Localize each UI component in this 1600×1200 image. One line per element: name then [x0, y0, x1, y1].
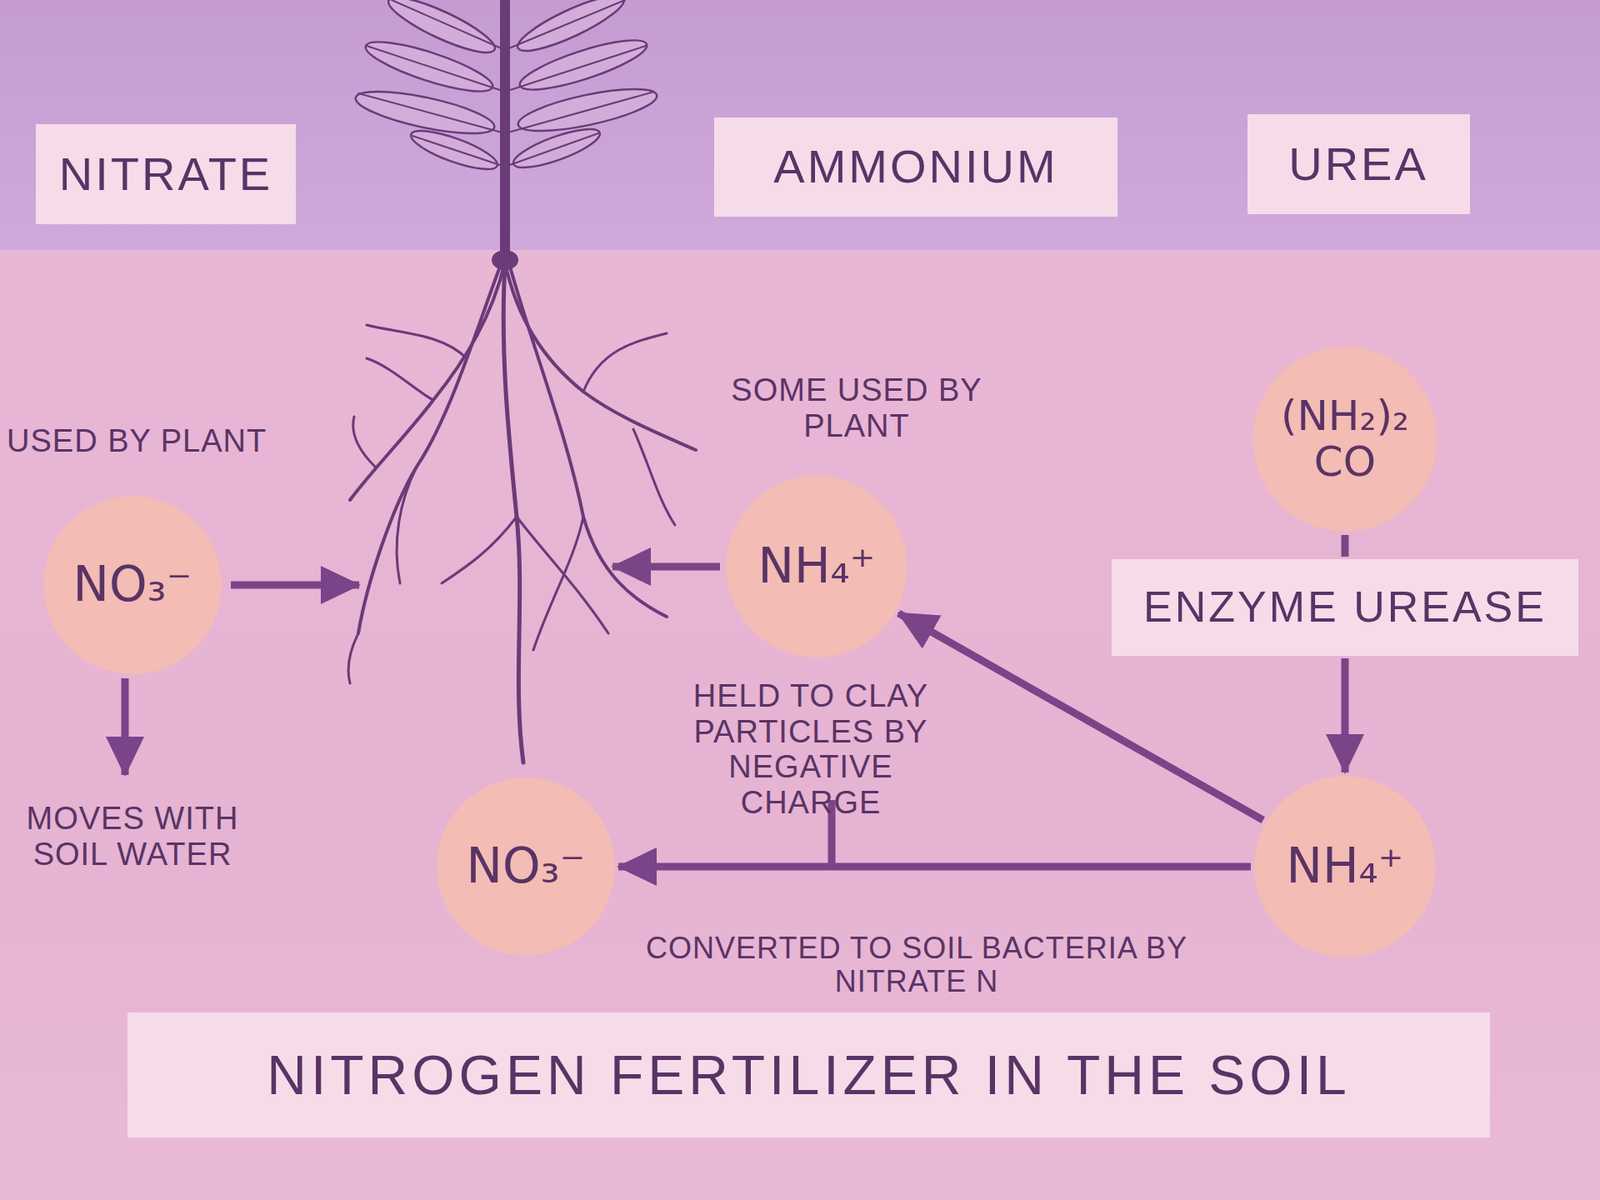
chemical-formula: NH₄⁺: [758, 540, 876, 594]
note-label: HELD TO CLAY PARTICLES BY NEGATIVE CHARG…: [656, 678, 965, 820]
node-text-holder: ENZYME UREASE: [1143, 583, 1547, 631]
label-box: AMMONIUM: [714, 117, 1118, 217]
compound-circle: (NH₂)₂ CO: [1251, 345, 1439, 533]
edge-label: CONVERTED TO SOIL BACTERIA BY NITRATE N: [600, 931, 1234, 1000]
flow-connector: [618, 863, 1251, 871]
box-label: UREA: [1288, 138, 1429, 190]
compound-circle: NH₄⁺: [1253, 775, 1437, 959]
label-box: UREA: [1247, 114, 1470, 215]
label-box: ENZYME UREASE: [1111, 559, 1579, 656]
flow-connector: [1341, 658, 1350, 773]
leaching-arrow: [121, 678, 130, 775]
node-text-holder: NITRATE: [59, 148, 273, 200]
node-text-holder: AMMONIUM: [773, 140, 1058, 193]
node-text-holder: (NH₂)₂ CO: [1274, 393, 1416, 485]
node-text-holder: NO₃⁻: [73, 558, 193, 612]
uptake-arrow: [230, 581, 360, 590]
chemical-formula: NO₃⁻: [73, 558, 193, 612]
chemical-formula: (NH₂)₂ CO: [1274, 393, 1416, 485]
node-text-holder: NH₄⁺: [758, 540, 876, 594]
node-text-holder: NH₄⁺: [1286, 840, 1405, 894]
diagram-title: NITROGEN FERTILIZER IN THE SOIL: [266, 1043, 1350, 1107]
title-box: NITROGEN FERTILIZER IN THE SOIL: [127, 1012, 1490, 1138]
box-label: ENZYME UREASE: [1143, 583, 1547, 631]
compound-circle: NH₄⁺: [725, 475, 909, 659]
uptake-arrow: [612, 563, 720, 571]
node-text-holder: UREA: [1288, 138, 1429, 190]
compound-circle: NO₃⁻: [42, 495, 223, 675]
chemical-formula: NH₄⁺: [1286, 840, 1405, 894]
node-text-holder: NO₃⁻: [466, 840, 586, 894]
box-label: NITRATE: [59, 148, 273, 200]
note-label: USED BY PLANT: [6, 423, 324, 460]
box-label: AMMONIUM: [773, 140, 1058, 193]
plant-roots: [348, 262, 696, 763]
label-box: NITRATE: [35, 124, 296, 225]
note-label: MOVES WITH SOIL WATER: [7, 800, 258, 872]
plant-leaves: [352, 0, 660, 260]
note-label: SOME USED BY PLANT: [723, 372, 990, 444]
compound-circle: NO₃⁻: [435, 776, 616, 957]
flow-connector: [1341, 535, 1350, 557]
chemical-formula: NO₃⁻: [466, 840, 586, 894]
